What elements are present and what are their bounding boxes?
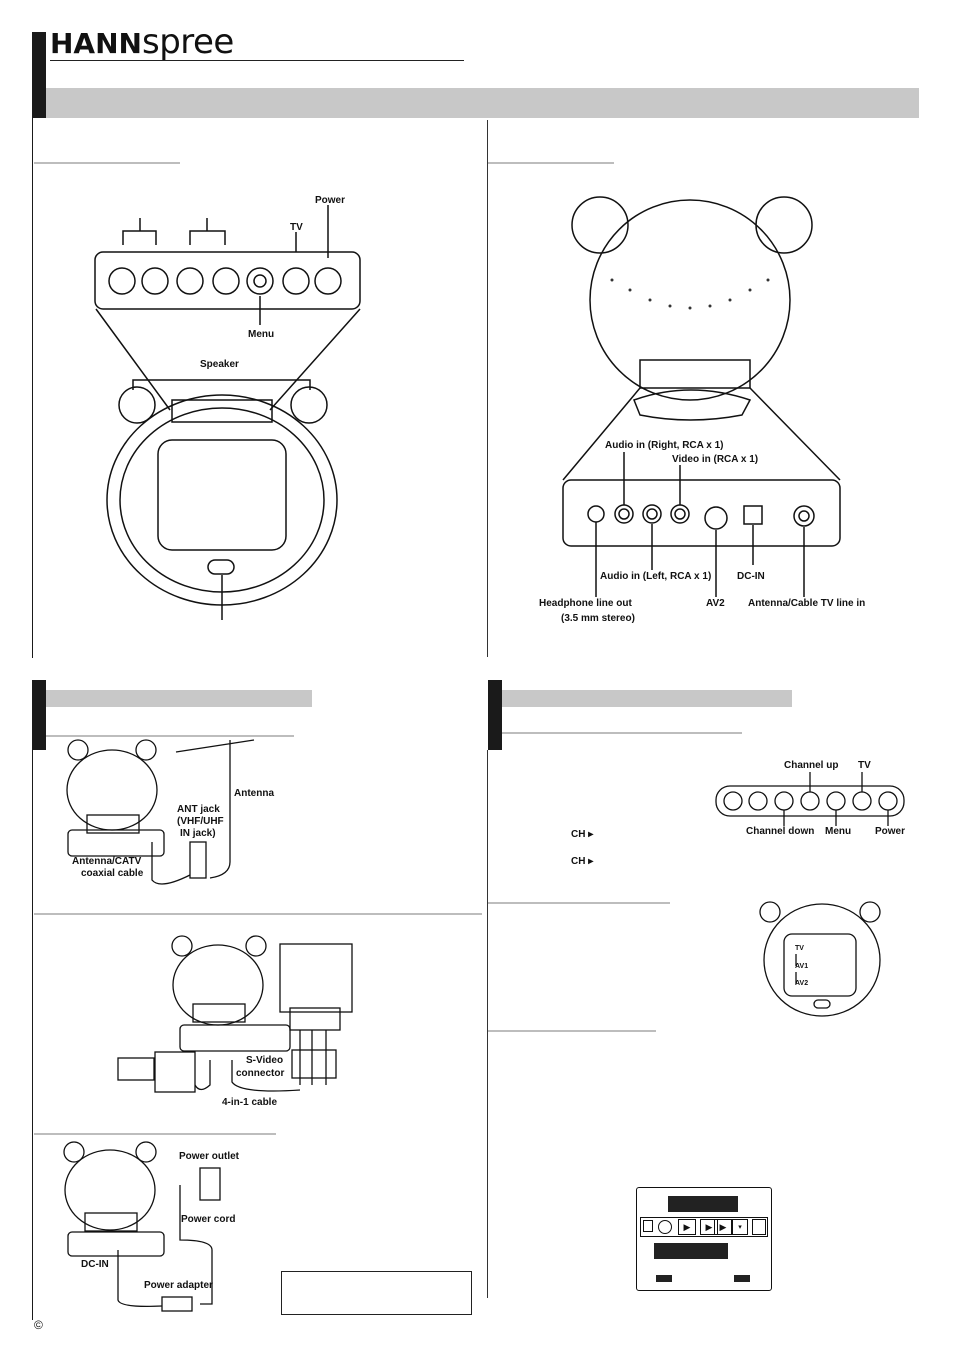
catv-cable-label-2: coaxial cable	[81, 868, 144, 879]
video-in-label: Video in (RCA x 1)	[672, 454, 759, 465]
header-tab	[32, 32, 46, 118]
power-outlet-label: Power outlet	[179, 1151, 240, 1162]
operation-tab	[488, 680, 502, 750]
osd-settings-icon	[643, 1220, 653, 1232]
osd-audio-icon	[658, 1220, 672, 1234]
header-bar	[46, 88, 919, 118]
column-divider-top	[487, 120, 488, 657]
channel-down-label: Channel down	[746, 826, 815, 837]
speaker-label: Speaker	[200, 359, 239, 370]
column-divider-bottom	[487, 750, 488, 1298]
svideo-label: S-Video	[246, 1055, 284, 1066]
left-margin-bottom	[32, 750, 33, 1320]
left-margin-top	[32, 118, 33, 658]
audio-in-left-label: Audio in (Left, RCA x 1)	[600, 571, 712, 582]
input-cycle-tv: TV	[795, 945, 804, 952]
connections-tab	[32, 680, 46, 750]
op-menu-label: Menu	[825, 826, 852, 837]
ant-jack-label-2: (VHF/UHF	[177, 816, 224, 827]
input-rule	[488, 902, 670, 904]
svideo-label-2: connector	[236, 1068, 285, 1079]
av2-label: AV2	[706, 598, 725, 609]
power-adapter-label: Power adapter	[144, 1280, 213, 1291]
osd-right-tab	[734, 1275, 750, 1282]
input-cycle-av1: AV1	[795, 963, 809, 970]
operation-bar	[502, 690, 792, 707]
osd-left-tab	[656, 1275, 672, 1282]
osd-icon-row	[640, 1217, 768, 1237]
ant-jack-label: ANT jack	[177, 804, 220, 815]
osd-play-icon-1: ▶	[678, 1219, 696, 1235]
channel-up-label: Channel up	[784, 760, 839, 771]
antenna-rule	[46, 735, 294, 737]
menu-rule	[488, 1030, 656, 1032]
op-power-label: Power	[875, 826, 906, 837]
header-rule	[50, 60, 464, 61]
osd-value-bar	[654, 1243, 728, 1259]
channel-rule	[502, 732, 742, 734]
osd-play-icon-2: ▶	[700, 1219, 718, 1235]
osd-title-bar	[668, 1196, 738, 1212]
four-in-one-cable-label: 4-in-1 cable	[222, 1097, 278, 1108]
osd-menu	[636, 1187, 772, 1291]
ch-down-key: CH ▸	[571, 856, 594, 867]
catv-cable-label: Antenna/CATV	[72, 856, 142, 867]
osd-down-icon: ▾	[732, 1219, 748, 1235]
osd-exit-icon	[752, 1219, 766, 1235]
rear-view-rule	[488, 162, 614, 164]
power-rule	[34, 1133, 276, 1135]
dc-in-label: DC-IN	[737, 571, 765, 582]
copyright-symbol: ©	[34, 1318, 43, 1332]
brand-logo: HANNspree	[50, 22, 234, 62]
antenna-label: Antenna	[234, 788, 274, 799]
power-label: Power	[315, 195, 346, 206]
osd-play-icon-3: ▶	[714, 1219, 732, 1235]
input-cycle-av2: AV2	[795, 980, 809, 987]
ch-up-key: CH ▸	[571, 829, 594, 840]
op-tv-label: TV	[858, 760, 871, 771]
av-rule	[34, 913, 482, 915]
power-dc-in-label: DC-IN	[81, 1259, 109, 1270]
antenna-line-label: Antenna/Cable TV line in	[748, 598, 866, 609]
audio-in-right-label: Audio in (Right, RCA x 1)	[605, 440, 724, 451]
front-view-rule	[34, 162, 180, 164]
menu-label: Menu	[248, 329, 275, 340]
power-cord-label: Power cord	[181, 1214, 236, 1225]
connections-bar	[46, 690, 312, 707]
note-box	[281, 1271, 472, 1315]
tv-label: TV	[290, 222, 303, 233]
headphone-sub-label: (3.5 mm stereo)	[561, 613, 635, 624]
headphone-label: Headphone line out	[539, 598, 632, 609]
ant-jack-label-3: IN jack)	[180, 828, 216, 839]
